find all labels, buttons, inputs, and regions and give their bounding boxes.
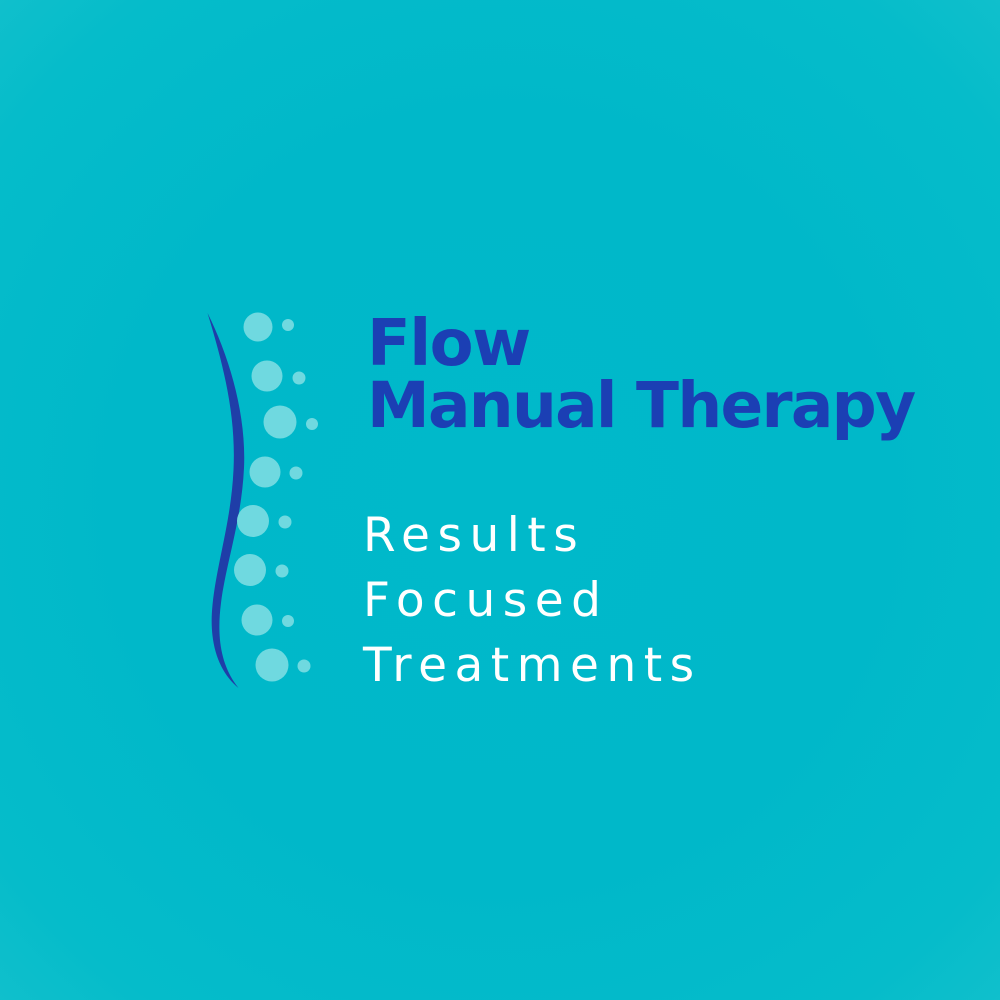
brand-name-line-1: Flow	[367, 307, 531, 381]
tagline-line-3: Treatments	[363, 638, 702, 693]
brand-lockup: Flow Manual Therapy Results Focused Trea…	[195, 300, 925, 700]
brand-wordmark: Flow Manual Therapy	[367, 307, 927, 442]
spine-wave-mark	[195, 300, 325, 700]
brand-tagline: Results Focused Treatments	[363, 503, 923, 698]
bubble-group	[234, 312, 318, 682]
tagline-line-1: Results	[363, 508, 586, 563]
spine-curve-icon	[207, 313, 245, 688]
tagline-line-2: Focused	[363, 573, 609, 628]
brand-name-line-2: Manual Therapy	[367, 369, 916, 442]
